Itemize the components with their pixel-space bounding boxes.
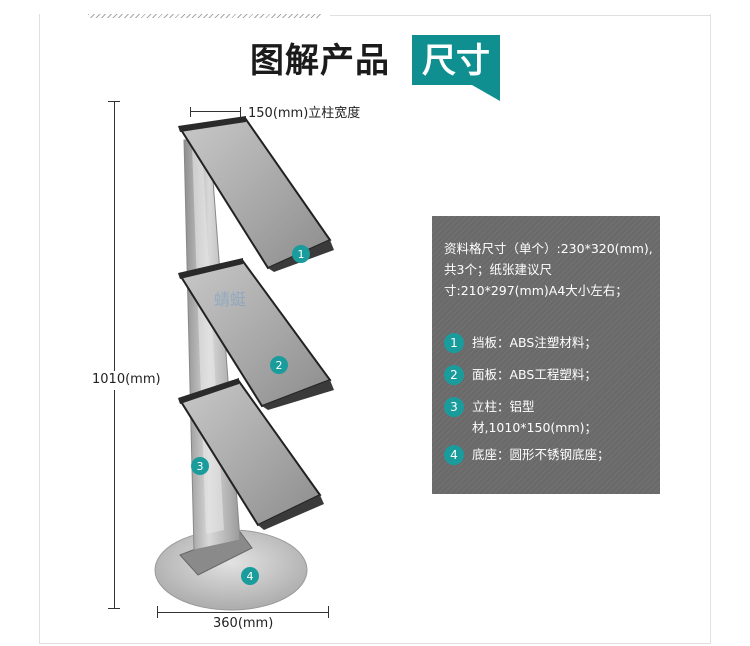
feature-item: 1 挡板：ABS注塑材料； xyxy=(444,332,656,354)
shelf-top-lip xyxy=(178,116,246,132)
feature-text: 挡板：ABS注塑材料； xyxy=(472,335,597,350)
dim-tick xyxy=(240,107,241,117)
dim-line-height xyxy=(114,390,115,608)
feature-text: 面板：ABS工程塑料； xyxy=(472,367,597,382)
dim-label-base: 360(mm) xyxy=(213,616,274,631)
feature-text: 底座：圆形不锈钢底座； xyxy=(472,447,610,462)
callout-4: 4 xyxy=(241,567,259,585)
dim-line-base xyxy=(157,612,329,613)
feature-item: 3 立柱：铝型材,1010*150(mm)； xyxy=(444,396,656,440)
dim-label-height: 1010(mm) xyxy=(92,372,161,387)
top-divider xyxy=(330,15,710,16)
feature-item: 2 面板：ABS工程塑料； xyxy=(444,364,656,386)
title-tail-decoration xyxy=(472,85,500,101)
product-illustration: 蜻蜓 1 2 3 4 xyxy=(154,116,334,611)
callout-1: 1 xyxy=(292,245,310,263)
title-highlight-box: 尺寸 xyxy=(412,35,500,85)
svg-text:4: 4 xyxy=(247,570,254,583)
title-text: 图解产品 xyxy=(250,41,390,81)
callout-3: 3 xyxy=(191,457,209,475)
dim-line-height xyxy=(114,101,115,371)
svg-text:1: 1 xyxy=(298,248,305,261)
feature-item: 4 底座：圆形不锈钢底座； xyxy=(444,444,656,466)
dim-tick xyxy=(190,107,191,117)
svg-text:2: 2 xyxy=(276,359,283,372)
feature-badge: 1 xyxy=(444,333,464,353)
feature-badge: 4 xyxy=(444,445,464,465)
callout-2: 2 xyxy=(270,356,288,374)
spec-description: 资料格尺寸（单个）:230*320(mm),共3个；纸张建议尺寸:210*297… xyxy=(444,241,653,298)
feature-text: 立柱：铝型材,1010*150(mm)； xyxy=(472,399,598,435)
dim-tick xyxy=(108,608,120,609)
dim-line-width xyxy=(190,111,240,112)
watermark-logo: 蜻蜓 xyxy=(214,290,246,309)
feature-badge: 3 xyxy=(444,397,464,417)
page-frame xyxy=(39,14,711,644)
decorative-hatch xyxy=(88,14,322,18)
feature-badge: 2 xyxy=(444,365,464,385)
title-highlight-text: 尺寸 xyxy=(422,41,490,81)
spec-panel: 资料格尺寸（单个）:230*320(mm),共3个；纸张建议尺寸:210*297… xyxy=(432,216,660,494)
dim-label-post-width: 150(mm)立柱宽度 xyxy=(248,106,361,121)
svg-text:3: 3 xyxy=(197,460,204,473)
